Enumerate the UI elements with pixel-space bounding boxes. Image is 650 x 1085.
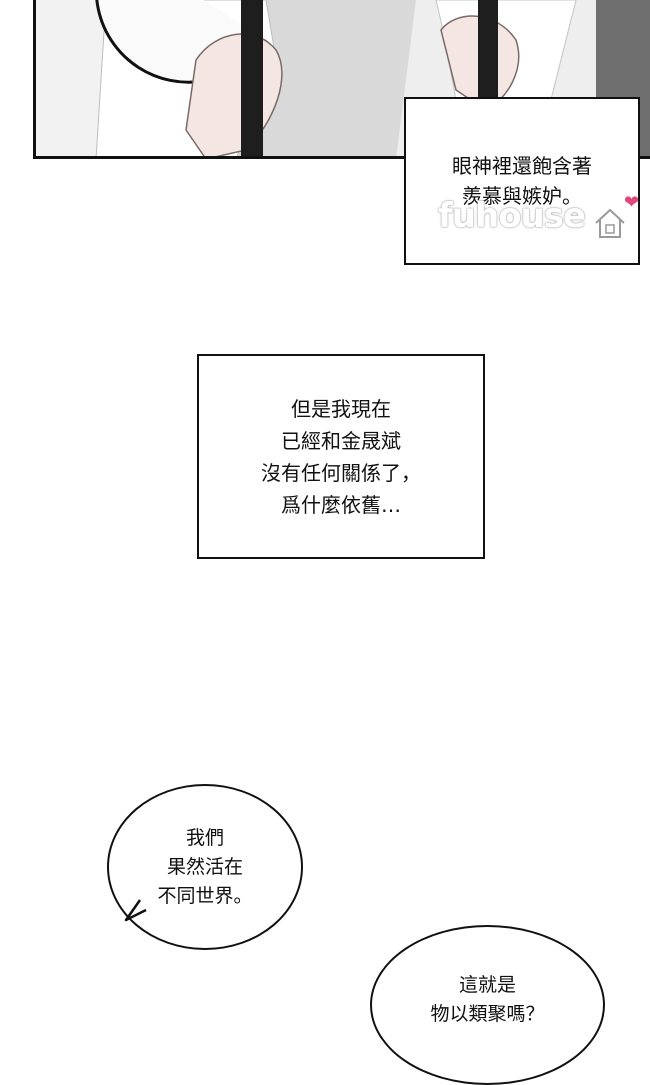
panel-illustration [36, 0, 650, 156]
speech-bubble-bottom: 這就是 物以類聚嗎？ [370, 925, 605, 1085]
comic-panel-top [33, 0, 650, 159]
house-icon [595, 208, 625, 238]
caption-box-middle: 但是我現在 已經和金晟斌 沒有任何關係了， 爲什麼依舊… [197, 354, 485, 559]
heart-icon: ❤ [624, 192, 640, 213]
caption-text-middle: 但是我現在 已經和金晟斌 沒有任何關係了， 爲什麼依舊… [261, 396, 421, 517]
speech-bubble-tail [124, 899, 147, 922]
speech-text-bottom: 這就是 物以類聚嗎？ [430, 974, 545, 1025]
speech-text-left: 我們 果然活在 不同世界。 [157, 826, 253, 907]
caption-text-top: 眼神裡還飽含著 羨慕與嫉妒。 [452, 154, 592, 208]
speech-bubble-left: 我們 果然活在 不同世界。 [107, 784, 303, 950]
watermark-logo: fuhouse [438, 196, 586, 236]
